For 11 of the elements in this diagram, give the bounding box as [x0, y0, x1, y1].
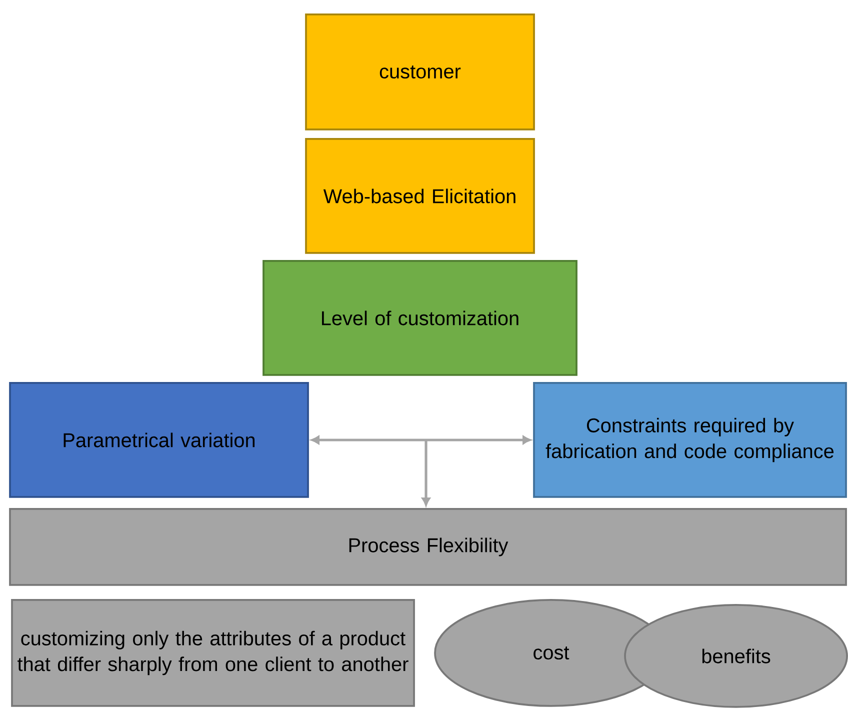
process-box: customer [305, 14, 535, 130]
process-box: Parametrical variation [9, 382, 309, 498]
arrow [422, 440, 430, 506]
process-box: Level of customization [262, 260, 578, 376]
process-box: Process Flexibility [9, 508, 847, 586]
arrow [311, 436, 531, 444]
node-label: cost [534, 646, 570, 660]
node-label: benefits [702, 648, 770, 664]
process-box: Web-based Elicitation [305, 138, 535, 254]
text-box: customizing only the attributes of a product that differ sharply from one client to another [11, 599, 415, 707]
process-box: Constraints required by fabrication and code compliance [533, 382, 847, 498]
